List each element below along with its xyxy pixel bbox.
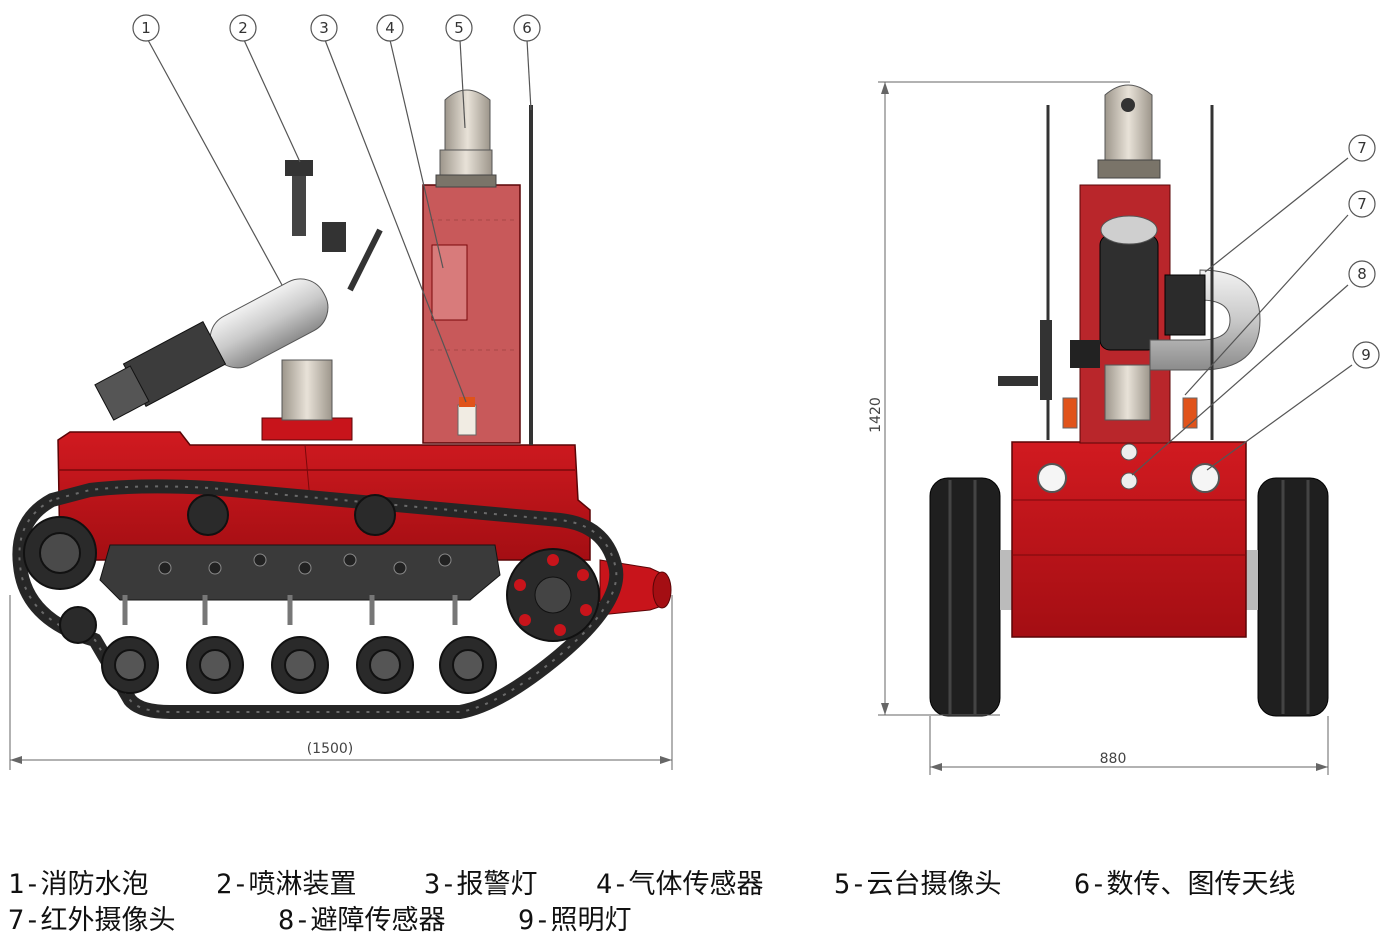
legend-item-1: 1-消防水泡 [8,869,149,900]
ptz-camera [435,89,497,188]
callout-9: 9 [1361,346,1371,364]
callout-3: 3 [319,19,329,37]
legend-item-5: 5-云台摄像头 [834,869,1002,900]
width-label: 880 [1100,751,1127,767]
callout-labels: 1 2 3 4 5 6 7 7 8 9 [141,19,1371,364]
leader-lines [147,39,1353,476]
alarm-light [457,397,477,436]
callout-circles [132,14,1380,369]
callout-8: 8 [1357,265,1367,283]
legend-item-4: 4-气体传感器 [596,869,764,900]
callout-4: 4 [385,19,395,37]
callout-6: 6 [522,19,532,37]
legend-item-9: 9-照明灯 [518,905,632,936]
height-dimension: 1420 [868,81,1130,716]
length-dimension: (1500) [9,595,673,770]
side-track [12,479,624,719]
side-view: (1500) [9,89,673,770]
legend-item-2: 2-喷淋装置 [216,869,357,900]
legend-row-2: 7-红外摄像头 8-避障传感器 9-照明灯 [8,898,1388,936]
front-view: 1420 880 [868,81,1329,775]
callout-5: 5 [454,19,464,37]
drive-sprocket [506,548,600,642]
suspension [122,595,458,625]
height-label: 1420 [868,397,884,433]
water-cannon [94,278,329,421]
front-ptz-camera [1097,84,1161,179]
legend-item-7: 7-红外摄像头 [8,905,176,936]
legend-item-3: 3-报警灯 [424,869,538,900]
side-plate [99,544,501,601]
front-wheels [929,477,1329,717]
callout-7a: 7 [1357,139,1367,157]
width-dimension: 880 [929,716,1329,775]
front-sensors [1037,443,1220,493]
legend-row-1: 1-消防水泡 2-喷淋装置 3-报警灯 4-气体传感器 5-云台摄像头 6-数传… [8,862,1388,900]
callout-7b: 7 [1357,195,1367,213]
callout-2: 2 [238,19,248,37]
legend-item-6: 6-数传、图传天线 [1074,869,1296,900]
legend-item-8: 8-避障传感器 [278,905,446,936]
robot-drawing: (1500) [9,14,1380,775]
length-label: (1500) [307,741,354,757]
front-water-cannon [1070,215,1261,371]
spray-device [285,160,383,292]
side-wheels [23,494,497,694]
callout-1: 1 [141,19,151,37]
